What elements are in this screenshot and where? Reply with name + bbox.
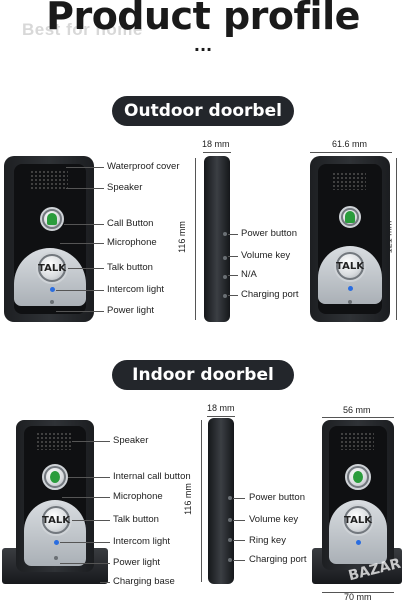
watermark-text: Best for home: [22, 20, 143, 39]
outdoor-side-button: [223, 294, 227, 298]
label-waterproof-cover: Waterproof cover: [107, 161, 180, 172]
outdoor-speaker-grille: [30, 170, 68, 190]
callout-line: [60, 243, 104, 244]
callout-line: [72, 441, 110, 442]
dim-indoor-back-width: 56 mm: [343, 405, 371, 415]
callout-line: [56, 311, 104, 312]
label-indoor-talk-button: Talk button: [113, 514, 159, 525]
indoor-back-speaker: [340, 432, 374, 450]
outdoor-side-button: [223, 256, 227, 260]
indoor-side-button: [228, 518, 232, 522]
label-indoor-intercom-light: Intercom light: [113, 536, 171, 547]
dim-line: [396, 158, 397, 320]
phone-icon: [349, 468, 367, 486]
dim-outdoor-back-width: 61.6 mm: [332, 139, 368, 149]
indoor-back-talk-button: TALK: [344, 508, 372, 532]
label-call-button: Call Button: [107, 218, 154, 229]
callout-line: [228, 234, 238, 235]
dim-line: [201, 420, 202, 582]
outdoor-side-button: [223, 232, 227, 236]
label-talk-button: Talk button: [107, 262, 153, 273]
label-charging-base: Charging base: [113, 576, 175, 587]
label-charging-port: Charging port: [241, 289, 299, 300]
dim-line: [322, 417, 394, 418]
dim-indoor-side-width: 18 mm: [207, 403, 235, 413]
talk-text: TALK: [336, 260, 364, 272]
outdoor-power-light: [50, 300, 54, 304]
label-power-button: Power button: [241, 228, 297, 239]
label-power-light: Power light: [107, 305, 154, 316]
label-indoor-power-light: Power light: [113, 557, 160, 568]
callout-line: [228, 295, 238, 296]
callout-line: [66, 167, 104, 168]
indoor-side-button: [228, 496, 232, 500]
dim-line: [322, 592, 394, 593]
callout-line: [60, 563, 110, 564]
callout-line: [228, 275, 238, 276]
label-indoor-microphone: Microphone: [113, 491, 163, 502]
outdoor-back-power-light: [348, 300, 352, 304]
callout-line: [56, 290, 104, 291]
label-microphone: Microphone: [107, 237, 157, 248]
page-title: Product profile: [46, 0, 360, 38]
callout-line: [233, 520, 245, 521]
indoor-heading: Indoor doorbel: [112, 360, 294, 390]
callout-line: [72, 520, 110, 521]
label-internal-call-button: Internal call button: [113, 471, 191, 482]
dim-indoor-height: 116 mm: [182, 483, 193, 515]
outdoor-heading: Outdoor doorbel: [112, 96, 294, 126]
indoor-side-button: [228, 538, 232, 542]
label-volume-key: Volume key: [241, 250, 291, 261]
talk-text: TALK: [38, 262, 66, 274]
phone-icon: [46, 468, 64, 486]
bell-icon: [44, 211, 60, 227]
indoor-talk-button: TALK: [42, 508, 70, 532]
callout-line: [233, 540, 245, 541]
talk-text: TALK: [344, 514, 372, 526]
outdoor-back-speaker: [332, 172, 366, 190]
label-intercom-light: Intercom light: [107, 284, 165, 295]
callout-line: [233, 498, 245, 499]
callout-line: [68, 268, 104, 269]
indoor-back-intercom-light: [356, 540, 361, 545]
dim-line: [203, 152, 231, 153]
dim-line: [207, 416, 235, 417]
dim-indoor-back-depth: 70 mm: [344, 592, 372, 600]
indoor-intercom-light: [54, 540, 59, 545]
label-indoor-power-button: Power button: [249, 492, 305, 503]
label-indoor-charging-port: Charging port: [249, 554, 307, 565]
dim-outdoor-side-width: 18 mm: [202, 139, 230, 149]
callout-line: [233, 560, 245, 561]
outdoor-talk-button: TALK: [38, 256, 66, 280]
label-ring-key: Ring key: [249, 535, 286, 546]
outdoor-back-talk-button: TALK: [336, 254, 364, 278]
indoor-power-light: [54, 556, 58, 560]
outdoor-back-intercom-light: [348, 286, 353, 291]
dim-outdoor-height: 116 mm: [176, 221, 187, 253]
indoor-speaker-grille: [36, 432, 72, 450]
callout-line: [64, 224, 104, 225]
indoor-side-button: [228, 558, 232, 562]
callout-line: [68, 477, 110, 478]
callout-line: [62, 497, 110, 498]
talk-text: TALK: [42, 514, 70, 526]
callout-line: [100, 582, 110, 583]
callout-line: [228, 256, 238, 257]
callout-line: [60, 542, 110, 543]
outdoor-side-button: [223, 275, 227, 279]
label-speaker: Speaker: [107, 182, 143, 193]
dim-line: [195, 158, 196, 320]
callout-line: [66, 188, 104, 189]
label-na: N/A: [241, 269, 257, 280]
indoor-side-unit: [208, 418, 234, 584]
dim-line: [310, 152, 392, 153]
bell-icon: [343, 210, 357, 224]
label-indoor-speaker: Speaker: [113, 435, 149, 446]
outdoor-intercom-light: [50, 287, 55, 292]
title-dots: ...: [193, 36, 213, 55]
label-indoor-volume-key: Volume key: [249, 514, 299, 525]
